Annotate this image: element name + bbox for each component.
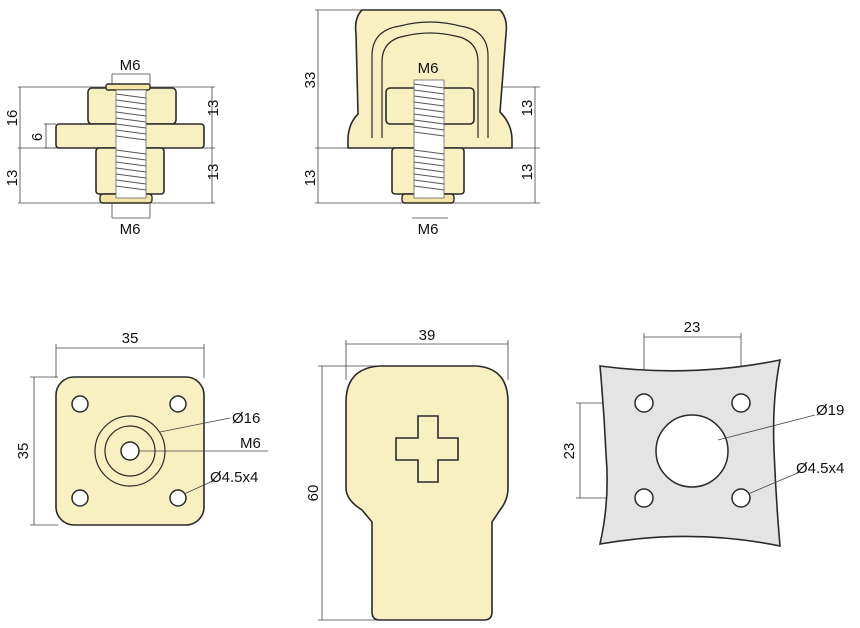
square-plate-view: 35 35 Ø16 M6 Ø4.5x4 (15, 330, 268, 526)
cap-side-view: M6 M6 33 13 13 13 (302, 9, 540, 238)
dim-lower-right: 13 (205, 164, 222, 181)
grey-plate-view: 23 23 Ø19 Ø4.5x4 (561, 319, 844, 547)
thread-label-bottom: M6 (120, 221, 141, 238)
dim-hole-spacing-h: 23 (684, 319, 701, 336)
dim-bore-diameter: Ø19 (816, 402, 844, 419)
dim-lower-right: 13 (519, 164, 536, 181)
dim-cap-height: 33 (302, 72, 319, 89)
mount-side-view: M6 M6 16 6 13 13 13 (4, 57, 222, 238)
thread-label-top: M6 (418, 60, 439, 77)
dim-hole-spacing-v: 23 (561, 443, 578, 460)
dim-upper-right: 13 (519, 100, 536, 117)
dim-flange-thickness: 6 (29, 133, 46, 141)
dim-plate-height: 35 (15, 443, 32, 460)
dim-lower-left: 13 (4, 170, 21, 187)
thread-label-bottom: M6 (418, 221, 439, 238)
dim-bore-diameter: Ø16 (232, 410, 260, 427)
dim-cap-height: 60 (305, 485, 322, 502)
dim-cap-width: 39 (419, 327, 436, 344)
dim-mounting-holes: Ø4.5x4 (210, 469, 258, 486)
dim-thread: M6 (240, 435, 261, 452)
dim-plate-width: 35 (122, 330, 139, 347)
cap-front-view: 39 60 (305, 327, 509, 621)
thread-label-top: M6 (120, 57, 141, 74)
dim-upper-right: 13 (205, 100, 222, 117)
dim-total-height: 16 (4, 110, 21, 127)
dim-mounting-holes: Ø4.5x4 (796, 460, 844, 477)
dim-lower-left: 13 (302, 170, 319, 187)
